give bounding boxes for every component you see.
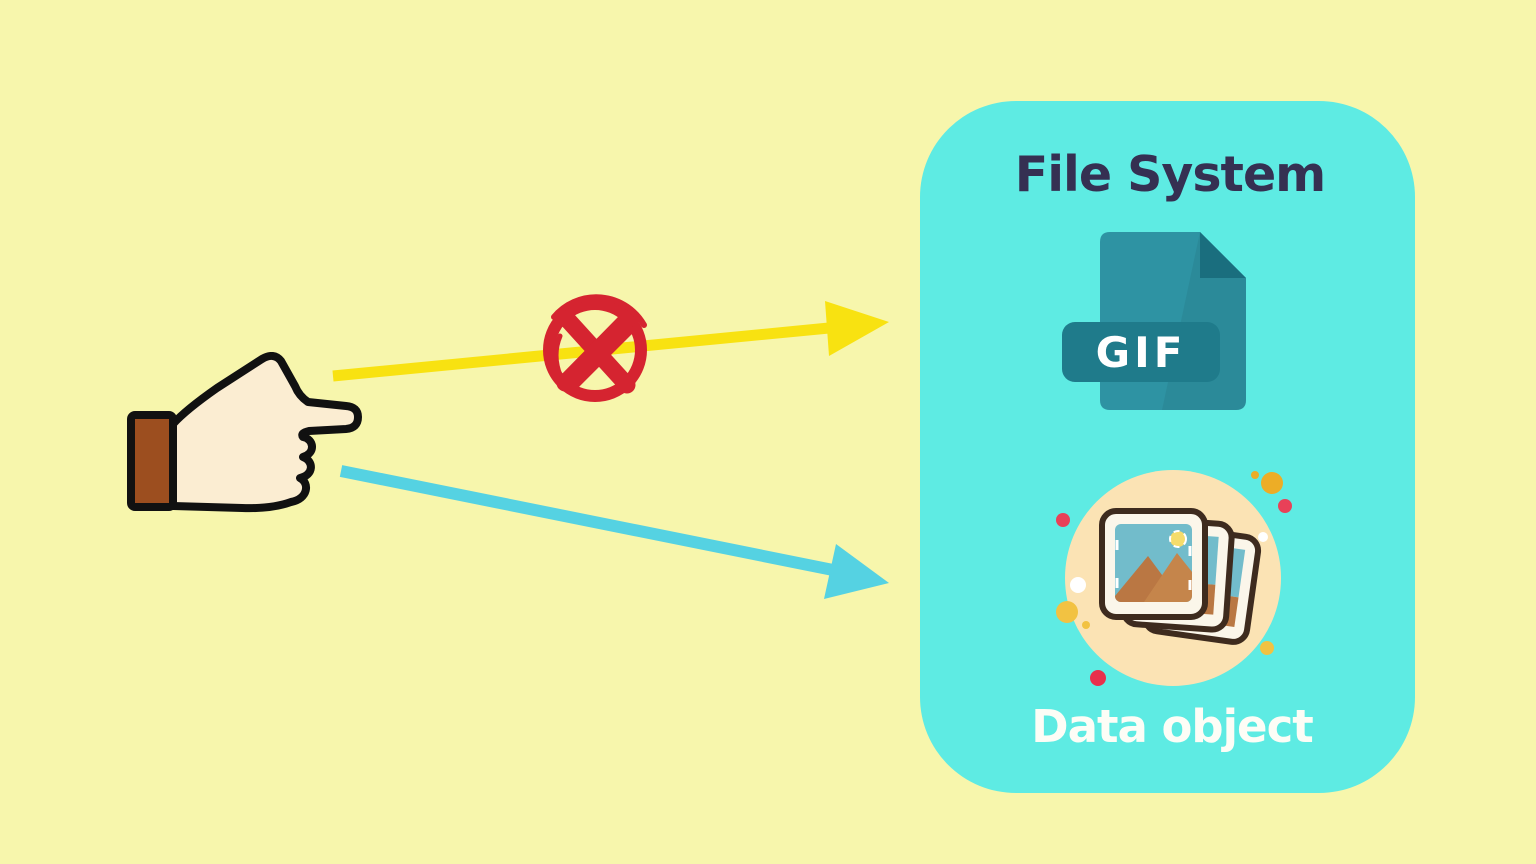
hand-shape — [169, 352, 362, 513]
gif-file-icon: GIF — [1062, 232, 1246, 410]
folded-corner — [1200, 232, 1246, 278]
data-object-arrow — [339, 465, 889, 599]
gif-badge — [1062, 322, 1220, 382]
photo-stack-icon — [1056, 470, 1292, 686]
sun — [1169, 530, 1187, 548]
gif-badge-label: GIF — [1096, 328, 1187, 377]
blocked-cross-icon — [543, 294, 647, 402]
file-system-arrow — [332, 301, 889, 382]
photo-front — [1099, 508, 1208, 620]
data-object-caption: Data object — [1031, 700, 1314, 753]
frame-ticks — [1115, 540, 1192, 590]
cuff — [127, 411, 177, 511]
decor-dots — [1056, 471, 1292, 686]
pointing-hand-icon — [127, 352, 362, 513]
panel-title: File System — [1014, 146, 1326, 203]
